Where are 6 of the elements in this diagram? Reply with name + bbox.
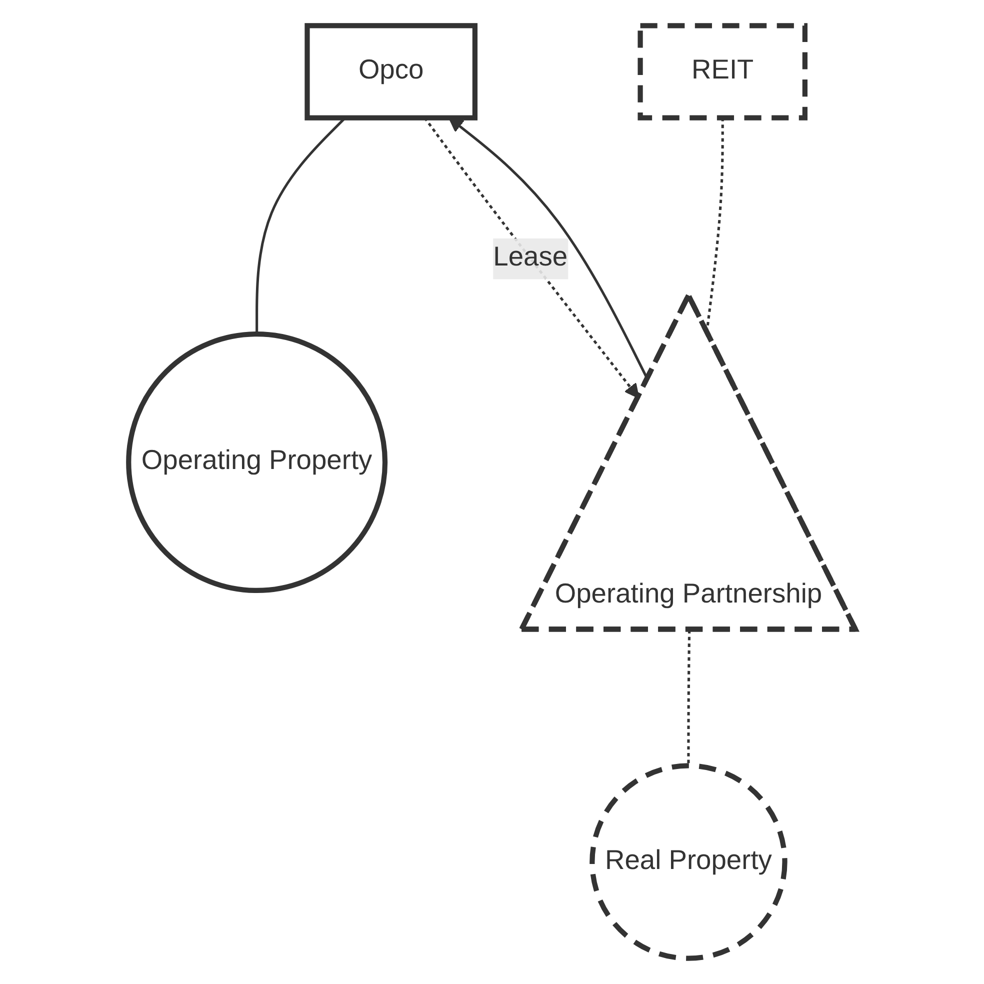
node-circle: Operating Property bbox=[126, 332, 388, 594]
connector bbox=[687, 630, 691, 766]
edge-label: Lease bbox=[493, 243, 568, 272]
node-box: Opco bbox=[304, 23, 478, 120]
node-box: REIT bbox=[638, 23, 808, 120]
node-circle: Real Property bbox=[590, 763, 788, 961]
